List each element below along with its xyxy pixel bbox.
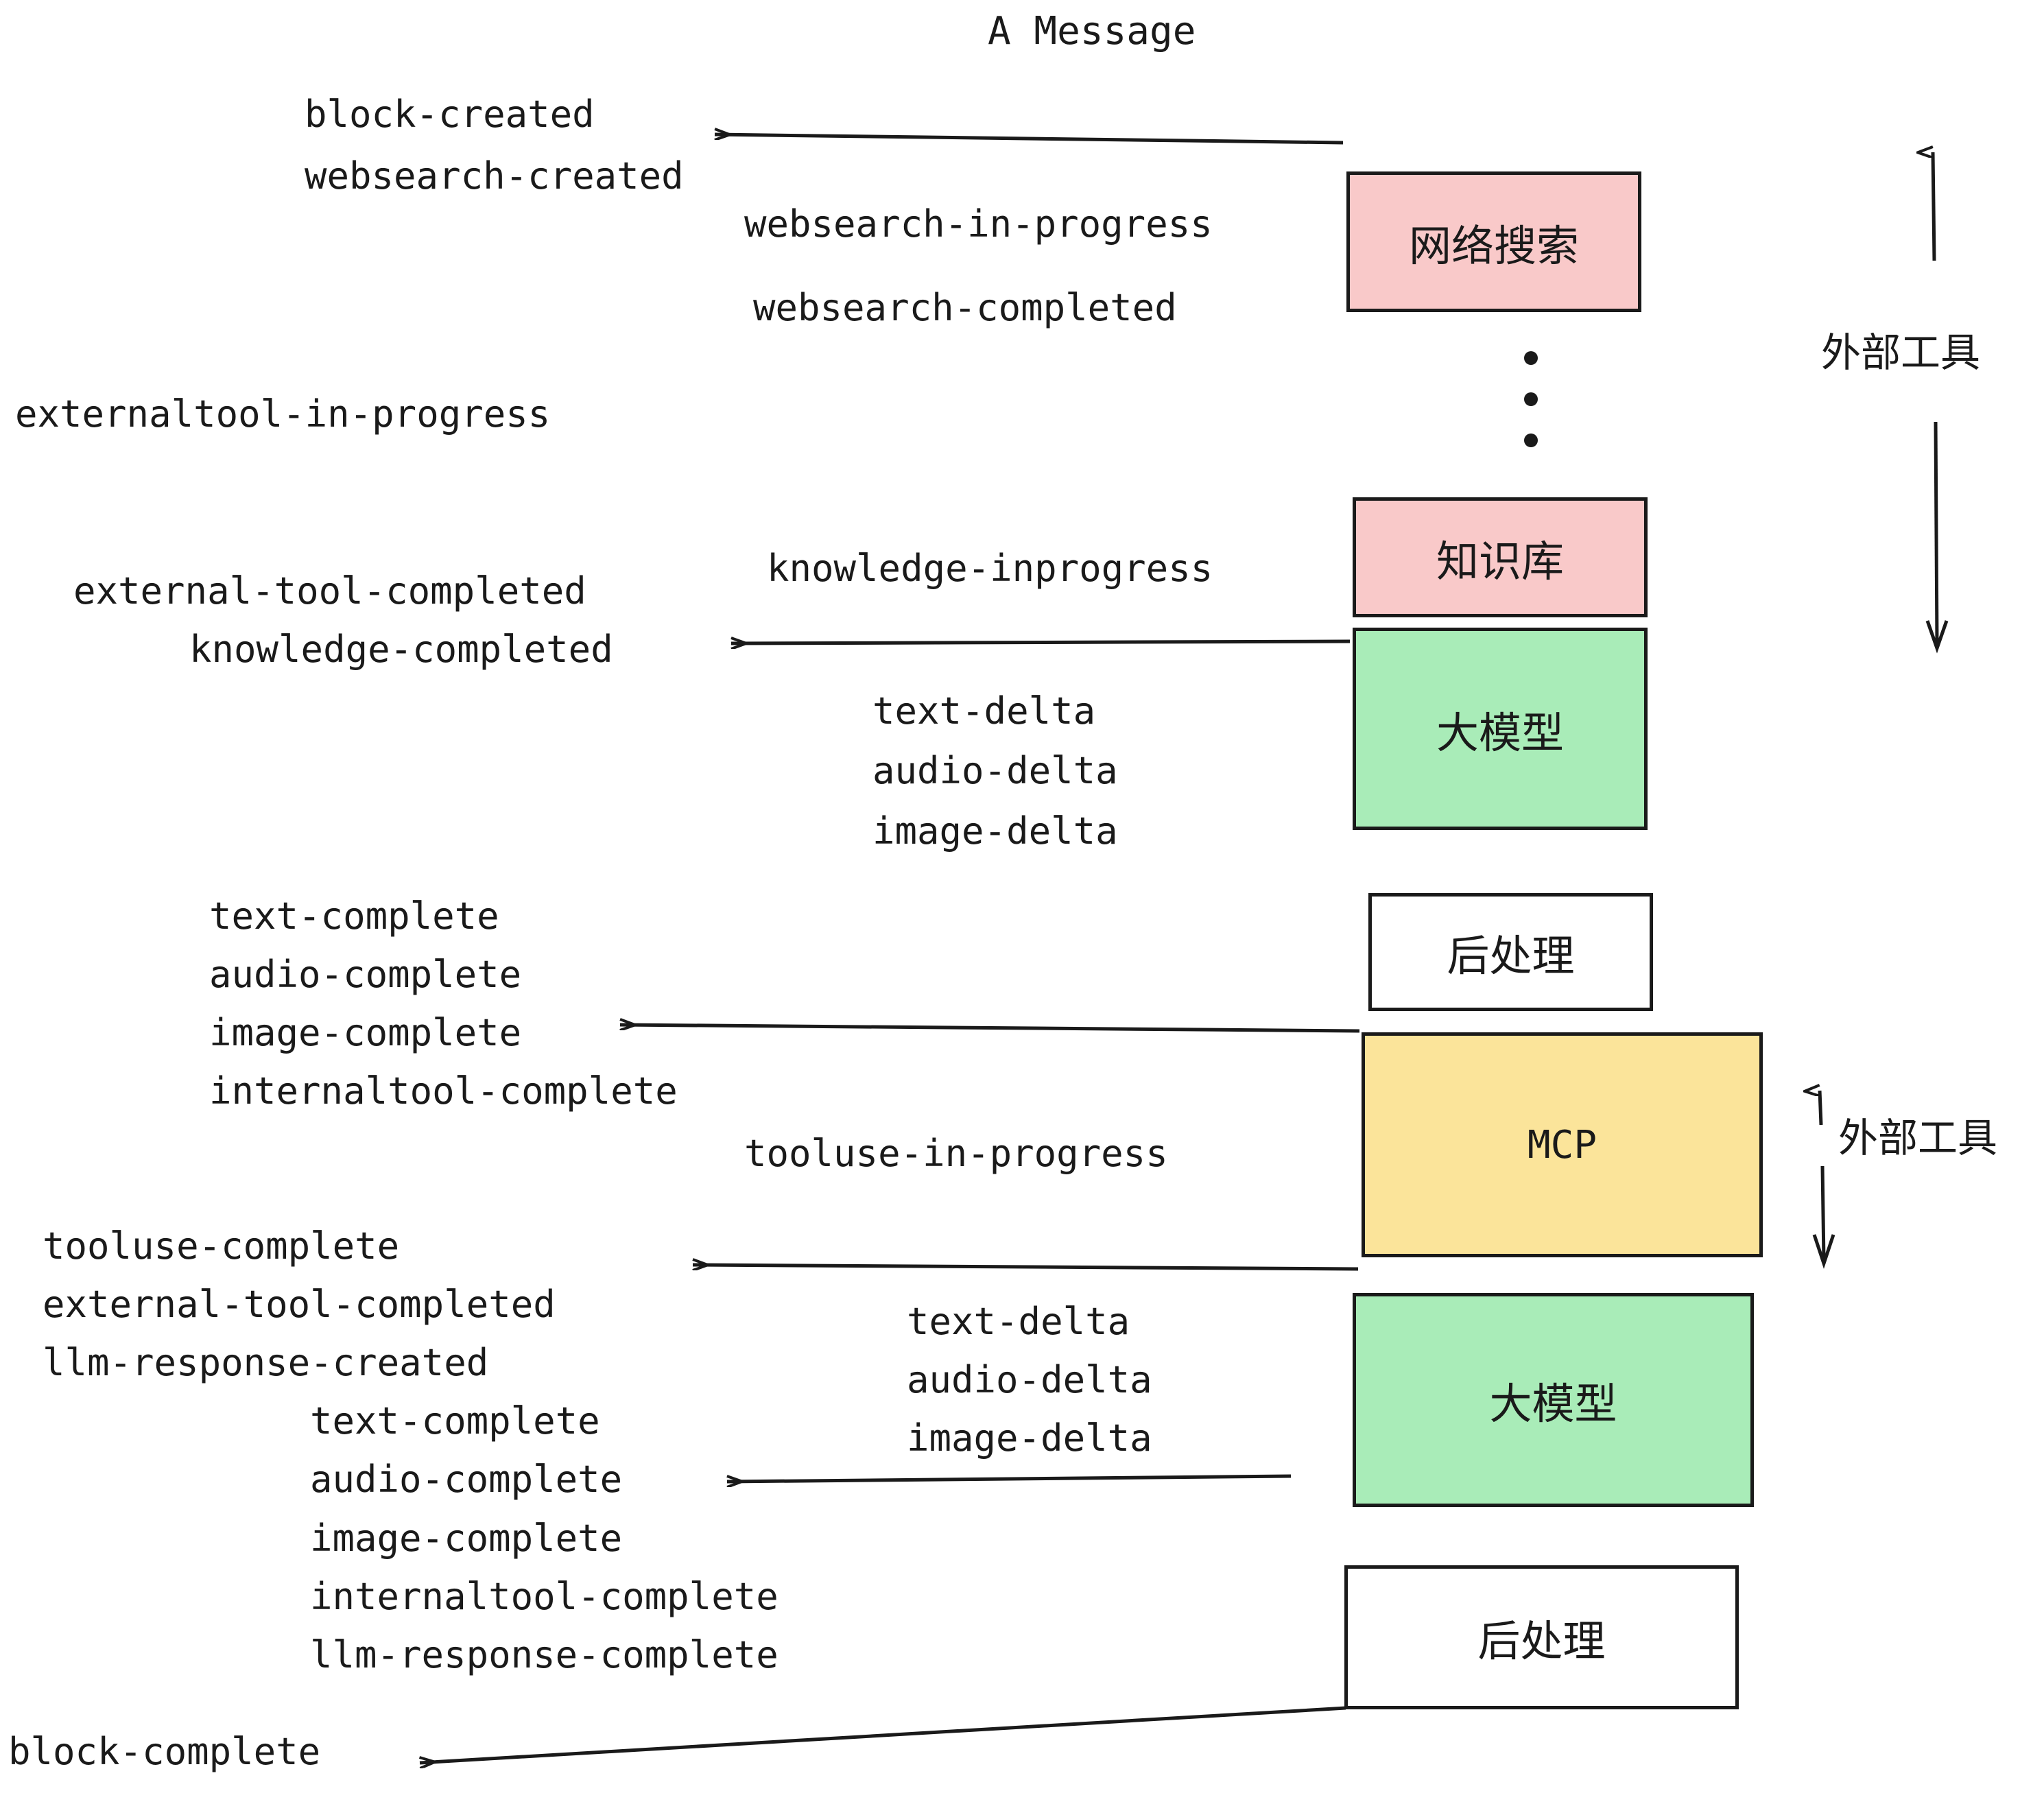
event-label: external-tool-completed	[43, 1283, 556, 1326]
node-mcp: MCP	[1362, 1032, 1763, 1257]
node-postprocess-bottom: 后处理	[1344, 1565, 1739, 1709]
arrow-image-complete	[620, 1025, 1360, 1033]
ellipsis-dot	[1524, 434, 1538, 447]
event-label: audio-delta	[907, 1358, 1152, 1401]
event-label: websearch-created	[305, 154, 684, 198]
arrow-external-tool-top-down-head	[1925, 620, 1949, 654]
page-title: A Message	[988, 9, 1196, 54]
vertical-ellipsis-icon	[1524, 351, 1538, 447]
node-llm-bottom-label: 大模型	[1489, 1379, 1617, 1429]
event-label: knowledge-inprogress	[767, 547, 1213, 590]
event-label: llm-response-created	[43, 1341, 489, 1384]
external-tool-label-bottom: 外部工具	[1838, 1115, 1998, 1161]
external-tool-label-top: 外部工具	[1821, 329, 1981, 376]
event-label: audio-complete	[310, 1458, 623, 1501]
event-label: internaltool-complete	[209, 1069, 678, 1113]
event-label: audio-delta	[872, 749, 1118, 792]
arrow-block-created	[715, 134, 1344, 145]
event-label: image-complete	[209, 1011, 522, 1054]
arrow-knowledge-completed	[731, 641, 1351, 643]
arrow-external-tool-bottom-down	[1820, 1165, 1826, 1261]
event-label: text-delta	[872, 689, 1096, 733]
event-label: text-complete	[209, 894, 499, 938]
node-mcp-label: MCP	[1527, 1122, 1597, 1167]
node-knowledge: 知识库	[1353, 497, 1648, 617]
node-llm-top-label: 大模型	[1436, 707, 1564, 758]
node-postprocess-bottom-label: 后处理	[1477, 1616, 1606, 1666]
event-label: knowledge-completed	[189, 628, 613, 671]
node-postprocess-top: 后处理	[1368, 893, 1653, 1011]
arrow-block-complete	[420, 1706, 1346, 1763]
ellipsis-dot	[1524, 392, 1538, 406]
event-label: websearch-completed	[753, 286, 1177, 329]
arrow-external-tool-top-down	[1934, 421, 1939, 645]
arrow-audio-complete	[727, 1474, 1292, 1482]
arrow-external-tool-bottom-down-head	[1812, 1234, 1835, 1269]
ellipsis-dot	[1524, 351, 1538, 365]
event-label: llm-response-complete	[310, 1633, 779, 1676]
event-label: tooluse-complete	[43, 1224, 400, 1268]
event-label: internaltool-complete	[310, 1575, 779, 1618]
event-label: externaltool-in-progress	[15, 392, 551, 436]
node-llm-top: 大模型	[1353, 628, 1648, 830]
node-websearch: 网络搜索	[1346, 171, 1641, 312]
event-label: text-complete	[310, 1399, 600, 1443]
event-label: image-delta	[907, 1416, 1152, 1460]
event-label: text-delta	[907, 1300, 1130, 1343]
event-label: tooluse-in-progress	[744, 1132, 1168, 1175]
event-label: audio-complete	[209, 953, 522, 996]
event-label: websearch-in-progress	[744, 202, 1213, 246]
node-postprocess-top-label: 后处理	[1447, 931, 1575, 981]
event-label: image-delta	[872, 809, 1118, 853]
arrow-external-tool-bottom-up	[1820, 1091, 1823, 1126]
node-knowledge-label: 知识库	[1436, 536, 1564, 586]
arrow-external-tool-top-up	[1933, 152, 1936, 261]
event-label: block-complete	[8, 1730, 321, 1773]
node-llm-bottom: 大模型	[1353, 1293, 1754, 1507]
node-websearch-label: 网络搜索	[1408, 220, 1579, 271]
event-label: external-tool-completed	[73, 569, 586, 613]
event-label: image-complete	[310, 1517, 623, 1560]
arrow-external-tool-completed	[693, 1265, 1359, 1271]
event-label: block-created	[305, 93, 595, 136]
